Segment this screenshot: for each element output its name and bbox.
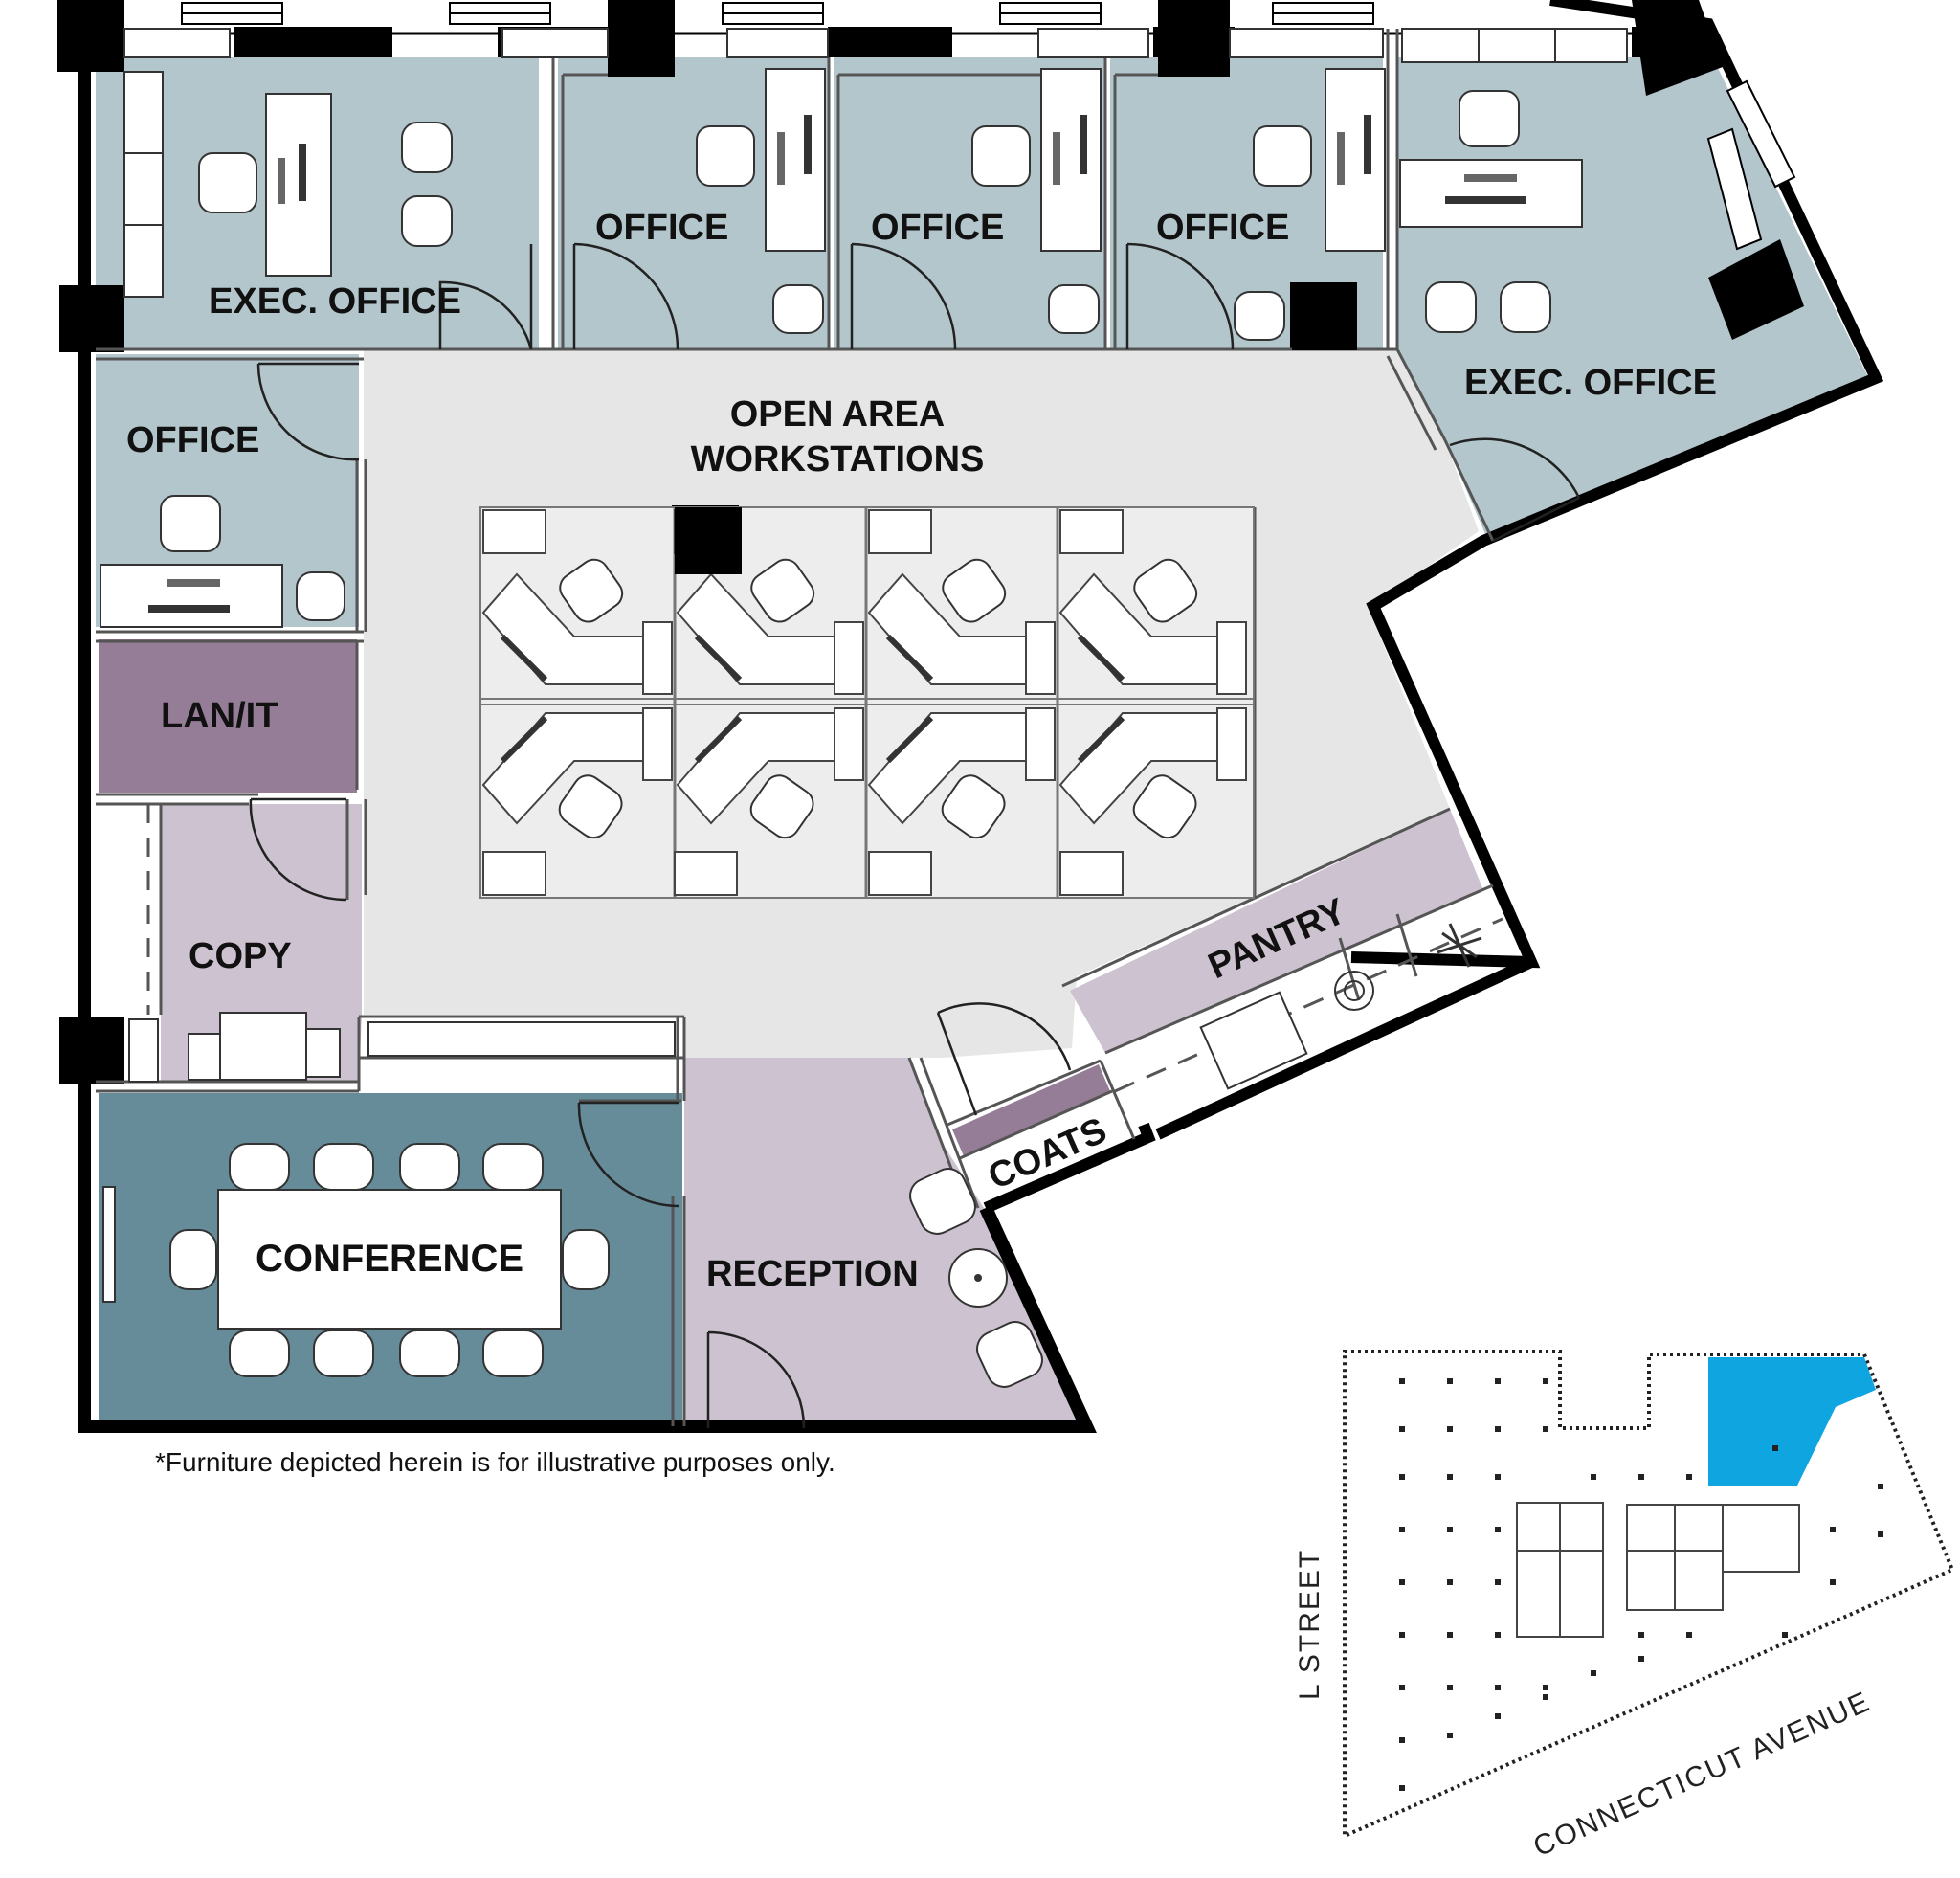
chair-icon: [313, 1330, 374, 1377]
chair-icon: [482, 1330, 544, 1377]
desk-icon: [100, 564, 283, 628]
copier-icon: [219, 1012, 307, 1081]
partitions: [96, 29, 1503, 1426]
desk-icon: [1399, 159, 1583, 228]
monitor-icon: [299, 144, 306, 201]
furniture-offices: [100, 28, 1628, 628]
chair-icon: [1459, 90, 1520, 147]
chair-icon: [1132, 774, 1197, 839]
chair-icon: [313, 1143, 374, 1191]
column-icon: [1158, 0, 1230, 77]
monitor-icon: [1080, 115, 1087, 174]
sink-icon: [1199, 991, 1308, 1090]
chair-icon: [1048, 284, 1100, 334]
label-reception: RECEPTION: [706, 1254, 919, 1294]
keyboard-icon: [777, 132, 785, 185]
label-open-area-line1: OPEN AREA: [730, 394, 946, 435]
chair-icon: [296, 571, 345, 621]
chair-icon: [198, 152, 257, 213]
footnote: *Furniture depicted herein is for illust…: [155, 1447, 835, 1477]
label-copy: COPY: [189, 936, 292, 976]
column-icon: [59, 285, 124, 352]
chair-icon: [558, 774, 623, 839]
chair-icon: [401, 122, 453, 173]
chair-icon: [229, 1143, 290, 1191]
windows: [181, 2, 1374, 25]
label-conference: CONFERENCE: [256, 1238, 523, 1280]
chair-icon: [750, 558, 815, 623]
key-plan-columns: [1399, 1378, 1883, 1791]
desk-icon: [765, 68, 826, 252]
monitor-icon: [1445, 196, 1526, 204]
key-plan: L STREET CONNECTICUT AVENUE: [1294, 1350, 1955, 1863]
keyboard-icon: [167, 579, 220, 587]
chair-icon: [160, 495, 221, 552]
keyboard-icon: [1337, 132, 1345, 185]
keyboard-icon: [278, 158, 285, 204]
chair-icon: [229, 1330, 290, 1377]
label-lan-it: LAN/IT: [161, 696, 278, 736]
coats-floor: [952, 1064, 1110, 1156]
exec-office-2-floor: [1397, 29, 1871, 541]
chair-icon: [976, 1321, 1043, 1388]
label-exec-office-2: EXEC. OFFICE: [1464, 363, 1717, 403]
column-icon: [59, 1017, 124, 1084]
chair-icon: [971, 125, 1031, 187]
chair-icon: [559, 558, 624, 623]
column-icon: [57, 0, 124, 72]
key-plan-outline: [1343, 1350, 1955, 1840]
key-plan-street-west: L STREET: [1294, 1549, 1325, 1700]
conference-table: [217, 1189, 562, 1330]
label-open-area-line2: WORKSTATIONS: [691, 439, 985, 480]
chair-icon: [696, 125, 755, 187]
room-labels: EXEC. OFFICE OFFICE OFFICE OFFICE EXEC. …: [126, 208, 1717, 1294]
monitor-icon: [148, 605, 230, 613]
chair-icon: [562, 1229, 610, 1290]
column-icon: [608, 0, 675, 77]
chair-icon: [941, 774, 1006, 839]
copy-floor: [161, 804, 362, 1082]
furniture-common: [102, 923, 1482, 1388]
chair-icon: [942, 558, 1007, 623]
label-office-west: OFFICE: [126, 420, 259, 460]
chair-icon: [169, 1229, 217, 1290]
label-exec-office-1: EXEC. OFFICE: [209, 281, 461, 322]
keyboard-icon: [1464, 174, 1517, 182]
chair-icon: [1234, 291, 1285, 341]
chair-icon: [1425, 281, 1477, 333]
chair-icon: [1253, 125, 1312, 187]
monitor-icon: [1364, 115, 1371, 174]
burner-icon: [1334, 971, 1374, 1011]
column-icon: [1632, 0, 1723, 96]
label-office-3: OFFICE: [1156, 208, 1289, 248]
chair-icon: [909, 1168, 976, 1235]
chair-icon: [401, 195, 453, 247]
lan-it-floor: [99, 639, 357, 793]
pantry-floor: [1070, 809, 1483, 1053]
column-icon: [1708, 239, 1804, 340]
monitor-icon: [804, 115, 812, 174]
snowflake-icon: [1437, 923, 1482, 968]
chair-icon: [399, 1143, 460, 1191]
desk-icon: [1040, 68, 1102, 252]
workstations: [479, 506, 1255, 899]
chair-icon: [772, 284, 824, 334]
chair-icon: [482, 1143, 544, 1191]
key-plan-highlight: [1708, 1357, 1876, 1486]
keyboard-icon: [1053, 132, 1060, 185]
chair-icon: [1500, 281, 1551, 333]
chair-icon: [399, 1330, 460, 1377]
label-office-1: OFFICE: [595, 208, 728, 248]
desk-icon: [1325, 68, 1386, 252]
doors: [249, 242, 1581, 1429]
chair-icon: [1133, 558, 1198, 623]
label-office-2: OFFICE: [871, 208, 1004, 248]
chair-icon: [749, 774, 814, 839]
